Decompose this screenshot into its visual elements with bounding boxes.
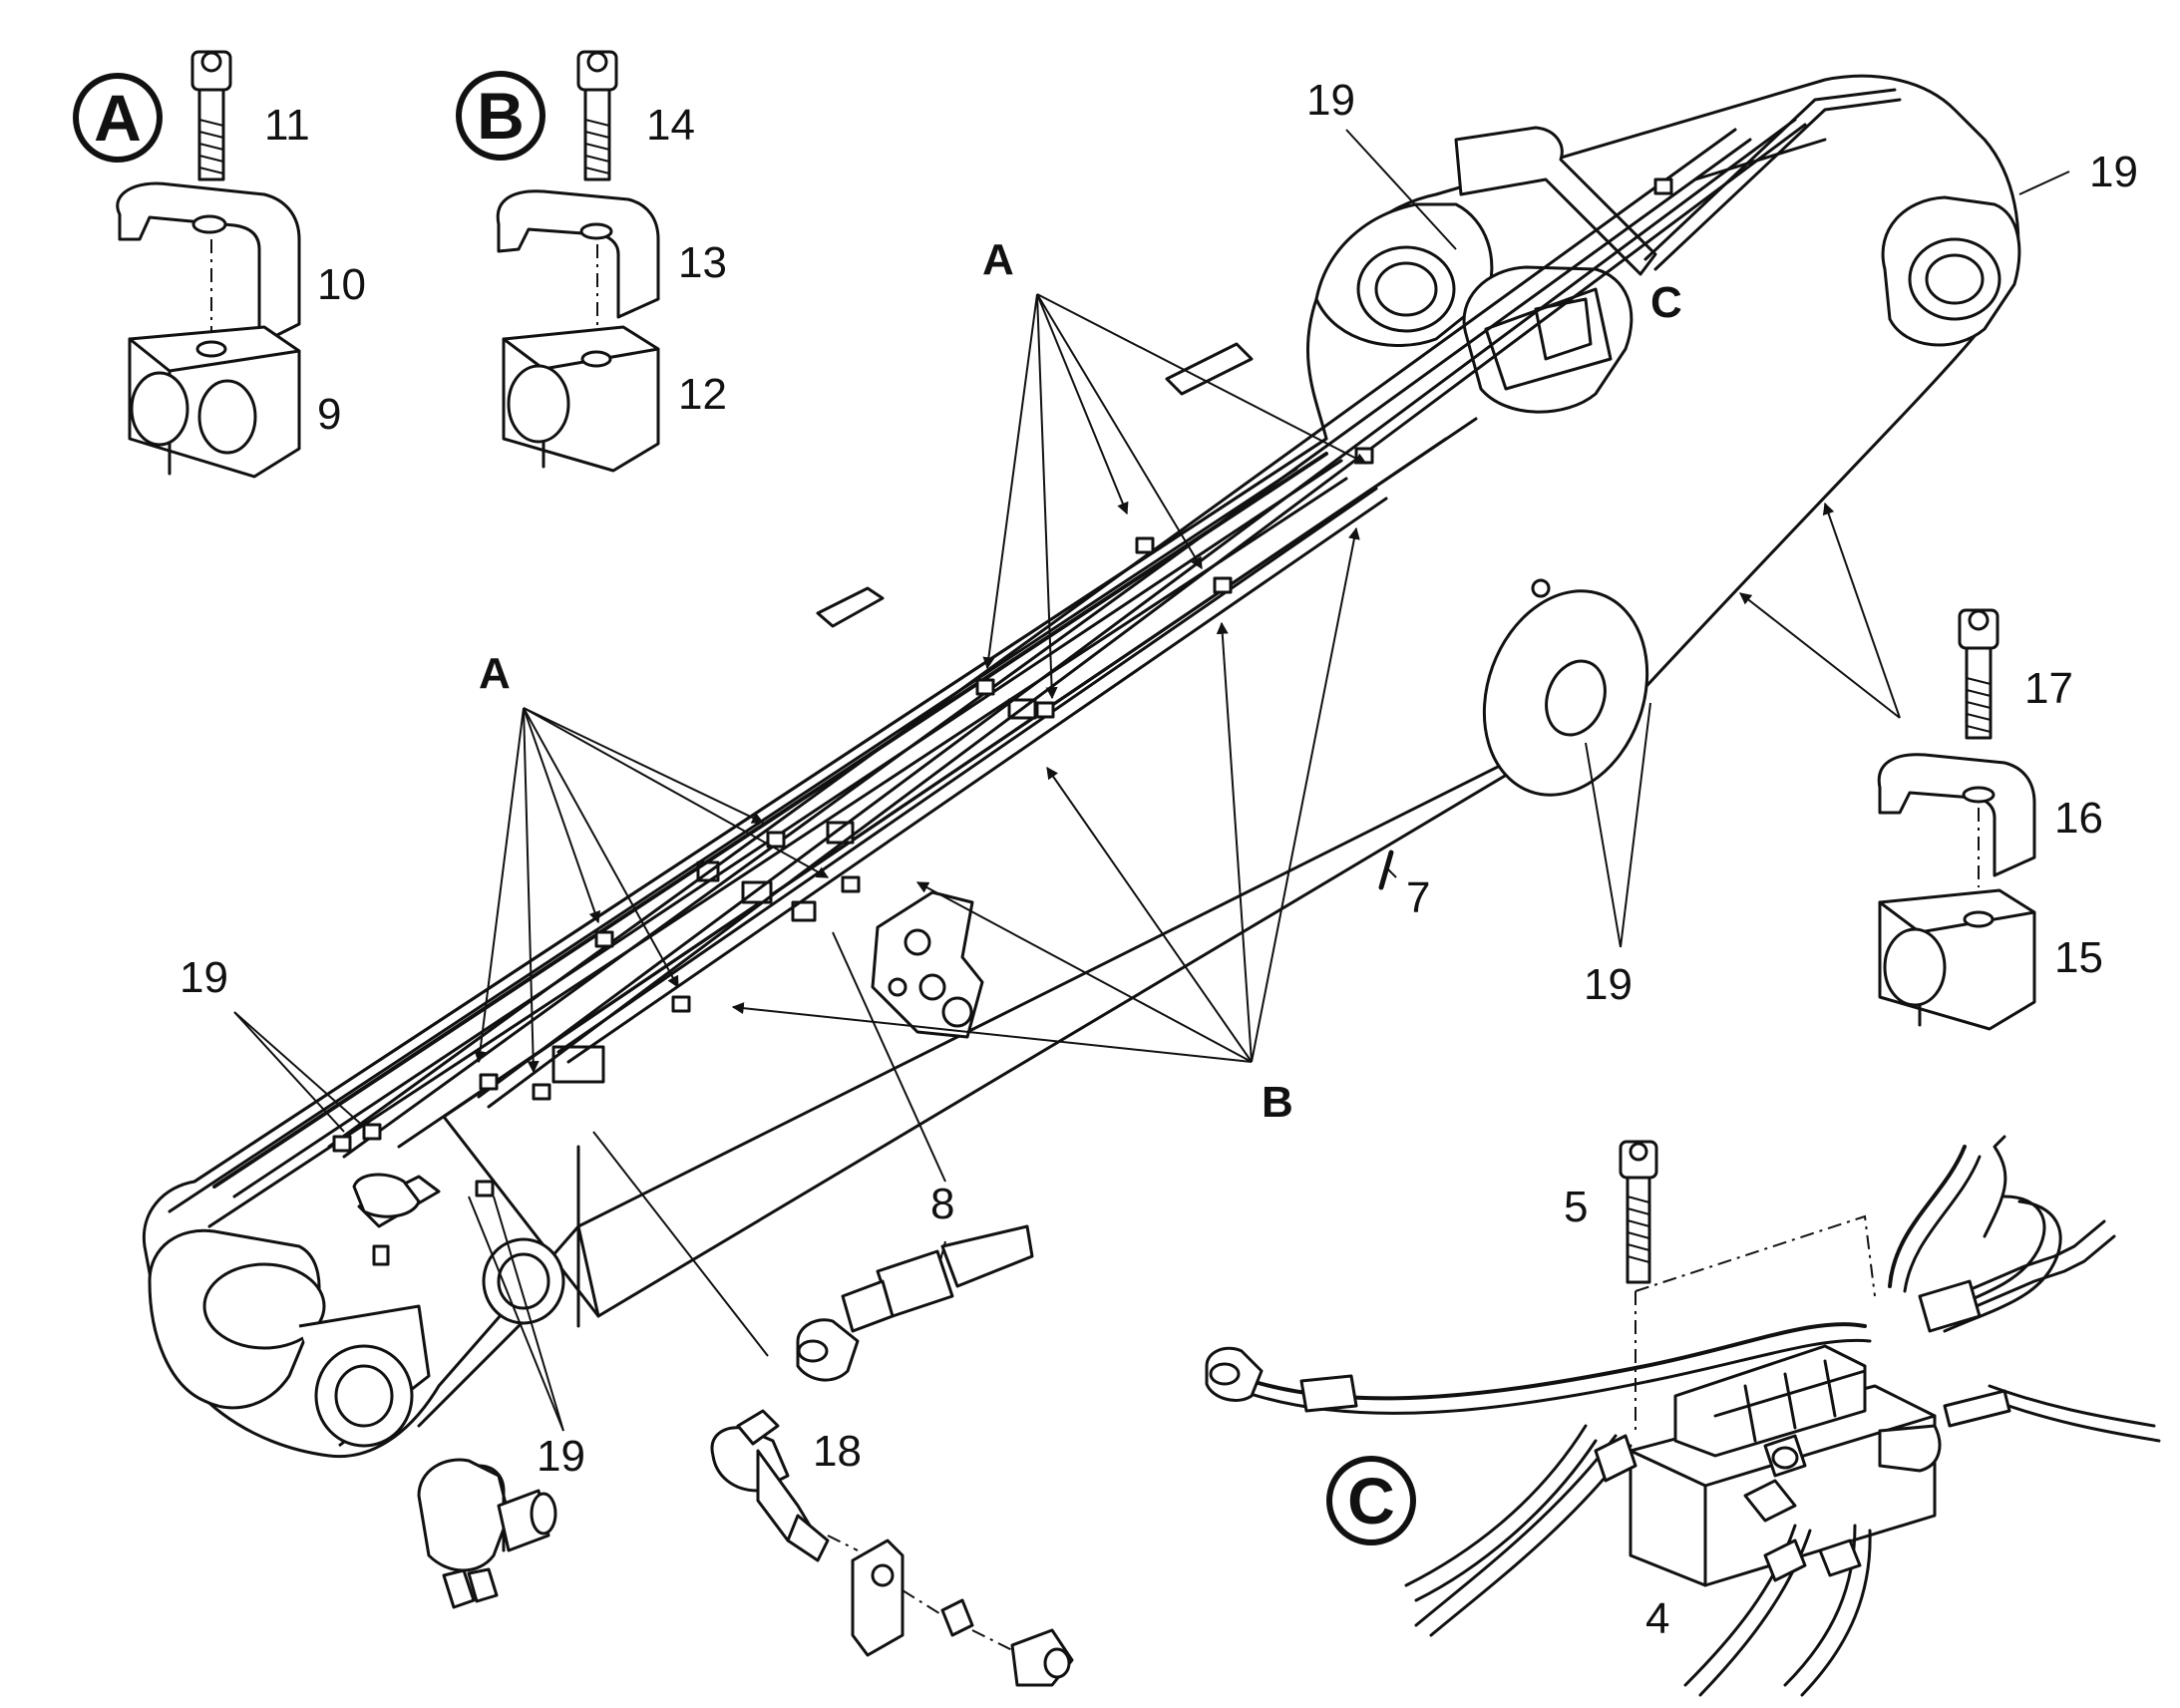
detail-a-marker: A <box>94 81 142 155</box>
callout-9: 9 <box>317 390 341 439</box>
hose-end-left <box>1205 1346 1358 1413</box>
boom-body <box>142 74 2020 1459</box>
lower-block-9 <box>128 325 301 479</box>
pointers-a-upper: A <box>982 235 1368 700</box>
detail-a: A 11 10 9 <box>73 50 366 479</box>
callout-18: 18 <box>813 1427 862 1476</box>
callout-13: 13 <box>678 238 727 287</box>
upper-clamp-10 <box>116 181 301 346</box>
callout-7: 7 <box>1406 873 1430 922</box>
pointers-a-lower: A <box>474 649 830 1074</box>
bolt-17 <box>1958 608 1999 740</box>
callout-14: 14 <box>646 101 695 150</box>
pointers-b: B <box>731 526 1360 1127</box>
detail-c: C 5 <box>1205 1135 2161 1697</box>
callout-19-top: 19 <box>1306 76 1355 125</box>
detail-c-marker-circle <box>1326 1456 1416 1545</box>
pointer-label-c: C <box>1650 278 1682 327</box>
boom-assembly <box>142 74 2021 1459</box>
callout-8: 8 <box>930 1180 954 1228</box>
boom-clamps <box>332 177 1673 1197</box>
boom-head <box>1314 126 2021 414</box>
swivel-fitting <box>417 1458 557 1609</box>
detail-c-marker: C <box>1347 1464 1395 1537</box>
callout-15: 15 <box>2054 933 2103 982</box>
side-disc <box>1482 578 1649 797</box>
upper-clamp-16 <box>1877 753 2036 877</box>
callout-19-right: 19 <box>2089 148 2138 196</box>
callout-10: 10 <box>317 260 366 309</box>
callout-11: 11 <box>264 101 310 150</box>
mounting-plate <box>871 890 984 1039</box>
bolt-5 <box>1619 1140 1658 1284</box>
boom-foot <box>148 1145 580 1448</box>
callout-4: 4 <box>1645 1594 1669 1643</box>
detail-b: B 14 13 12 <box>456 50 727 473</box>
detail-b-marker-circle <box>456 71 545 161</box>
detail-a-marker-circle <box>73 73 163 163</box>
callout-12: 12 <box>678 370 727 419</box>
callout-19-left: 19 <box>180 953 228 1002</box>
callout-19-bottom: 19 <box>537 1432 585 1481</box>
callout-5: 5 <box>1564 1183 1588 1231</box>
lower-block-12 <box>502 325 660 473</box>
pointer-label-b: B <box>1262 1078 1293 1127</box>
lower-block-15 <box>1878 888 2036 1031</box>
callout-17: 17 <box>2024 664 2073 713</box>
callout-16: 16 <box>2054 794 2103 843</box>
callout-19-disc: 19 <box>1584 960 1633 1009</box>
bolt-11 <box>190 50 232 181</box>
bolt-14 <box>576 50 618 181</box>
upper-clamp-13 <box>496 189 660 319</box>
detail-right-clamp: 17 16 15 <box>1739 502 2103 1031</box>
detail-b-marker: B <box>477 79 525 153</box>
fittings-18: 18 <box>592 1131 1074 1687</box>
pointer-label-a-upper: A <box>982 235 1014 284</box>
callouts-19: 19 19 19 19 19 <box>180 76 2138 1481</box>
pointer-label-a-lower: A <box>479 649 511 698</box>
